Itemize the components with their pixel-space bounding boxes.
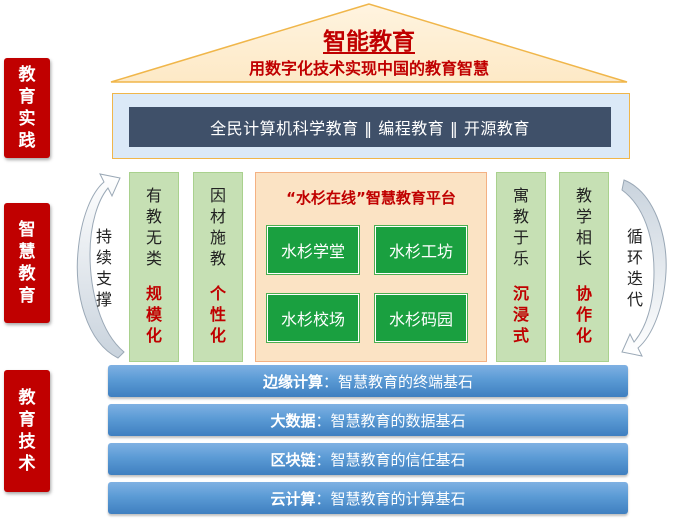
- tech-bar-big-data: 大数据：智慧教育的数据基石: [108, 404, 628, 436]
- pillar-top-text: 有教无类: [145, 186, 162, 268]
- tech-bar-name: 云计算: [270, 489, 316, 508]
- module-shuishan-xuetang[interactable]: 水杉学堂: [267, 226, 359, 274]
- tech-bar-name: 区块链: [270, 450, 316, 469]
- practice-band-text: 全民计算机科学教育 ‖ 编程教育 ‖ 开源教育: [129, 107, 611, 147]
- side-label-smart: 智慧教育: [4, 203, 50, 323]
- iterate-arrow-icon: [621, 179, 667, 357]
- pillar-collaborative: 教学相长 协作化: [559, 172, 609, 362]
- tech-bar-desc: ：智慧教育的信任基石: [315, 450, 466, 469]
- module-shuishan-gongfang[interactable]: 水杉工坊: [375, 226, 467, 274]
- tech-bar-edge-computing: 边缘计算：智慧教育的终端基石: [108, 365, 628, 397]
- support-arrow-label: 持续支撑: [95, 227, 112, 309]
- platform-title: “水杉在线”智慧教育平台: [286, 189, 456, 207]
- roof-triangle: [110, 3, 628, 83]
- roof-subtitle: 用数字化技术实现中国的教育智慧: [248, 59, 489, 78]
- support-arrow-icon: [76, 173, 125, 359]
- pillar-personalized: 因材施教 个性化: [193, 172, 243, 362]
- tech-bar-blockchain: 区块链：智慧教育的信任基石: [108, 443, 628, 475]
- pillar-bottom-text: 沉浸式: [512, 284, 529, 345]
- pillar-bottom-text: 协作化: [575, 284, 592, 345]
- pillar-top-text: 教学相长: [575, 186, 592, 268]
- tech-bar-desc: ：智慧教育的计算基石: [315, 489, 466, 508]
- tech-bar-desc: ：智慧教育的数据基石: [315, 411, 466, 430]
- pillar-top-text: 因材施教: [209, 186, 226, 268]
- module-shuishan-mayuan[interactable]: 水杉码园: [375, 294, 467, 342]
- platform-panel: “水杉在线”智慧教育平台 水杉学堂 水杉工坊 水杉校场 水杉码园: [255, 172, 487, 362]
- tech-bar-name: 边缘计算: [262, 372, 323, 391]
- practice-band: 全民计算机科学教育 ‖ 编程教育 ‖ 开源教育: [112, 93, 630, 159]
- pillar-top-text: 寓教于乐: [512, 186, 529, 268]
- iterate-arrow-label: 循环迭代: [626, 227, 643, 309]
- side-label-tech: 教育技术: [4, 370, 50, 492]
- tech-bar-name: 大数据: [270, 411, 316, 430]
- module-shuishan-xiaochang[interactable]: 水杉校场: [267, 294, 359, 342]
- pillar-bottom-text: 规模化: [145, 284, 162, 345]
- pillar-immersive: 寓教于乐 沉浸式: [496, 172, 546, 362]
- pillar-bottom-text: 个性化: [209, 284, 226, 345]
- pillar-inclusive: 有教无类 规模化: [129, 172, 179, 362]
- roof-title: 智能教育: [323, 29, 415, 55]
- side-label-practice: 教育实践: [4, 58, 50, 158]
- tech-bar-desc: ：智慧教育的终端基石: [323, 372, 474, 391]
- tech-bar-cloud-computing: 云计算：智慧教育的计算基石: [108, 482, 628, 514]
